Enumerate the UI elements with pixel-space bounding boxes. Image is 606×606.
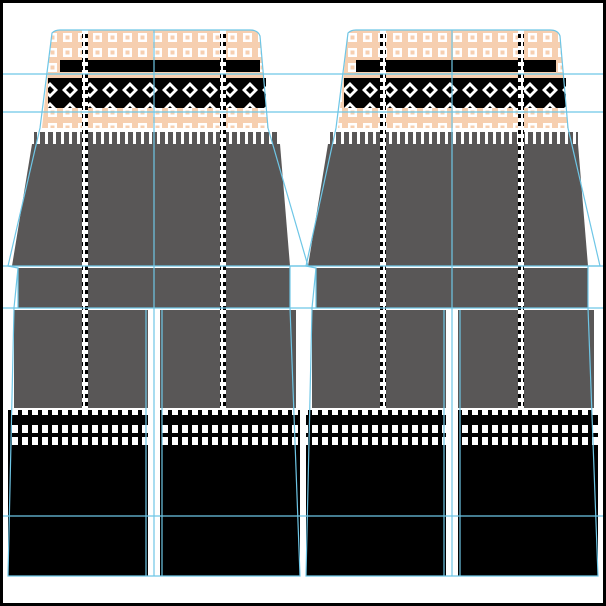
dark-grey-body-band: [12, 144, 290, 266]
guide-lines: [0, 29, 606, 577]
black-diamond-band: [344, 78, 566, 108]
stitch-column: [220, 30, 226, 408]
stitch-column: [518, 30, 524, 408]
dark-grey-body-band: [308, 144, 588, 266]
dark-grey-crenellated-band: [330, 132, 578, 144]
dark-grey-crenellated-band: [34, 132, 280, 144]
black-diamond-band: [48, 78, 266, 108]
black-stripe-band: [60, 60, 260, 72]
stitch-column: [380, 30, 386, 408]
right-outline-guide: [305, 29, 601, 577]
left-outline-guide: [7, 29, 309, 577]
stitch-column: [82, 30, 88, 408]
black-stripe-band: [356, 60, 556, 72]
